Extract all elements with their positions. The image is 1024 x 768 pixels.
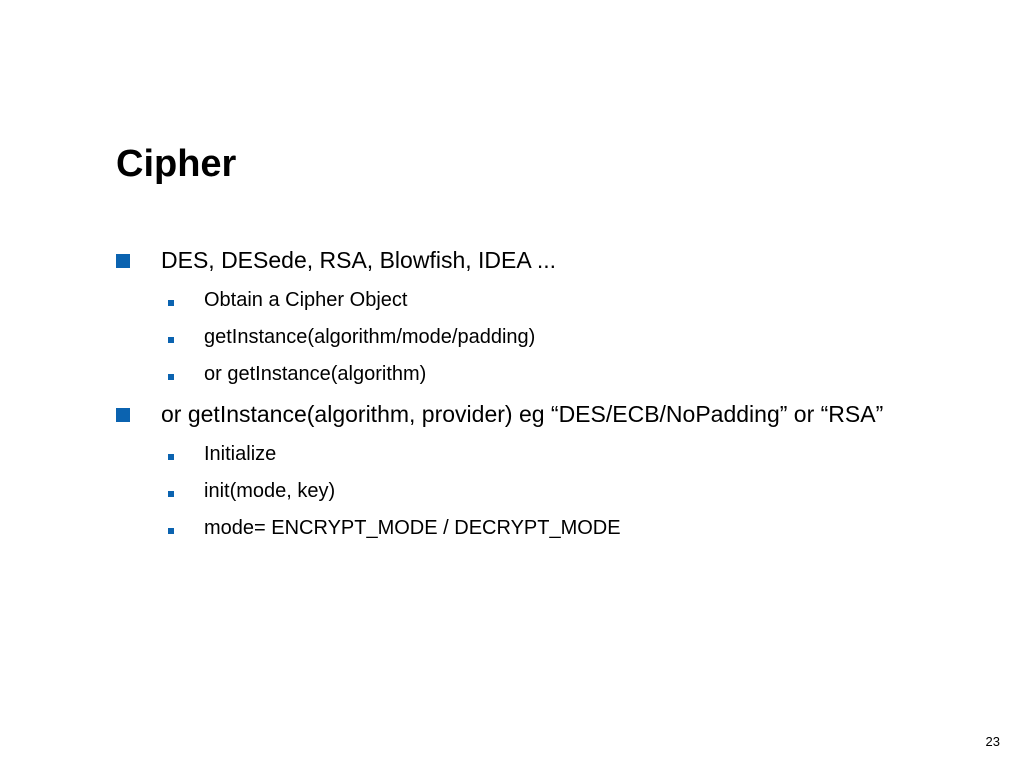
sub-bullet-item: Obtain a Cipher Object <box>114 286 914 314</box>
bullet-item: DES, DESede, RSA, Blowfish, IDEA ... <box>114 244 914 276</box>
slide-content: DES, DESede, RSA, Blowfish, IDEA ... Obt… <box>114 244 914 542</box>
square-bullet-icon <box>116 408 130 422</box>
small-square-bullet-icon <box>168 337 174 343</box>
small-square-bullet-icon <box>168 528 174 534</box>
slide-title: Cipher <box>116 143 237 185</box>
sub-bullet-text: Obtain a Cipher Object <box>204 289 408 311</box>
small-square-bullet-icon <box>168 491 174 497</box>
page-number: 23 <box>985 734 1000 749</box>
small-square-bullet-icon <box>168 374 174 380</box>
bullet-item: or getInstance(algorithm, provider) eg “… <box>114 398 914 430</box>
sub-bullet-text: mode= ENCRYPT_MODE / DECRYPT_MODE <box>204 517 621 539</box>
sub-bullet-text: or getInstance(algorithm) <box>204 363 427 385</box>
sub-bullet-item: mode= ENCRYPT_MODE / DECRYPT_MODE <box>114 514 914 542</box>
bullet-text: or getInstance(algorithm, provider) eg “… <box>161 401 884 427</box>
sub-bullet-text: init(mode, key) <box>204 480 336 502</box>
sub-bullet-item: init(mode, key) <box>114 477 914 505</box>
sub-bullet-text: getInstance(algorithm/mode/padding) <box>204 326 536 348</box>
sub-bullet-item: getInstance(algorithm/mode/padding) <box>114 323 914 351</box>
small-square-bullet-icon <box>168 300 174 306</box>
sub-bullet-item: Initialize <box>114 440 914 468</box>
sub-bullet-item: or getInstance(algorithm) <box>114 360 914 388</box>
small-square-bullet-icon <box>168 454 174 460</box>
bullet-text: DES, DESede, RSA, Blowfish, IDEA ... <box>161 247 556 273</box>
square-bullet-icon <box>116 254 130 268</box>
sub-bullet-text: Initialize <box>204 443 277 465</box>
